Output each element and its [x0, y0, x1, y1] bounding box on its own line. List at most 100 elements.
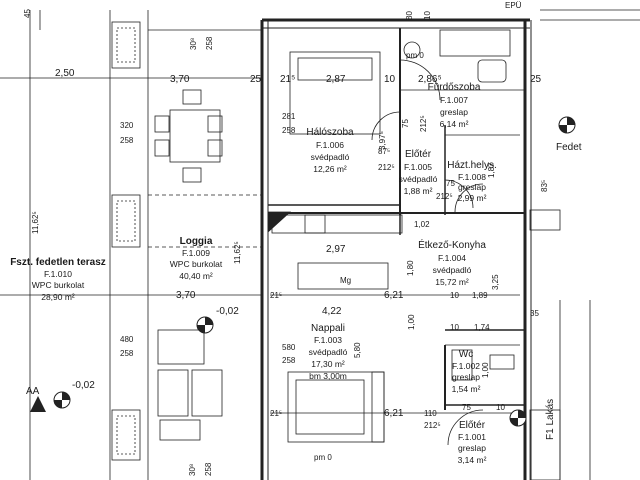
dim-187: 1,87	[487, 162, 496, 178]
room-floor: WPC burkolat	[32, 280, 85, 290]
dim-10-d: 10	[450, 323, 459, 332]
dim-180: 1,80	[406, 260, 415, 276]
room-floor: greslap	[458, 443, 486, 453]
dim-10-b: 10	[384, 74, 396, 85]
dim-297: 2,97	[326, 244, 346, 255]
room-name: Előtér	[459, 420, 486, 431]
dimension-labels: 45 80 10 EPÜ 30⁸ 258 2,50 3,70 25 21⁵ 2,…	[23, 1, 582, 476]
dim-212-c: 212⁵	[436, 192, 453, 201]
room-area: 15,72 m²	[435, 277, 469, 287]
dim-1162-mid: 11,62⁵	[233, 241, 242, 264]
room-name: Házt.helys.	[447, 160, 496, 171]
room-eloter-1: Előtér F.1.005 svédpadló 1,88 m²	[399, 149, 438, 196]
room-name: Nappali	[311, 323, 345, 334]
room-furdo: Fürdőszoba F.1.007 greslap 6,14 m²	[428, 82, 481, 129]
dim-370-top: 3,70	[170, 74, 190, 85]
room-code: F.1.007	[440, 95, 468, 105]
plan-geometry	[0, 9, 640, 480]
room-area: 28,90 m²	[41, 292, 75, 302]
label-pm0-bottom: pm 0	[314, 453, 332, 462]
room-floor: greslap	[452, 372, 480, 382]
room-floor: svédpadló	[309, 347, 348, 357]
room-name: Fürdőszoba	[428, 82, 481, 93]
room-code: F.1.002	[452, 361, 480, 371]
room-floor: svédpadló	[433, 265, 472, 275]
dim-580: 580	[282, 343, 296, 352]
dim-189: 1,89	[472, 291, 488, 300]
dim-80: 80	[405, 11, 414, 20]
level-neg002-mid: -0,02	[216, 306, 239, 317]
room-code: F.1.005	[404, 162, 432, 172]
dim-308-bot: 30⁸	[188, 464, 197, 476]
dim-21-c: 21⁵	[270, 409, 282, 418]
room-code: F.1.010	[44, 269, 72, 279]
room-name: Étkező-Konyha	[418, 238, 486, 251]
dim-75-b: 75	[446, 179, 455, 188]
room-terasz: Fszt. fedetlen terasz F.1.010 WPC burkol…	[10, 257, 106, 302]
dim-25-b: 25	[530, 74, 542, 85]
section-mark-aa: AA	[26, 386, 40, 397]
dim-75-a: 75	[401, 119, 410, 128]
room-code: F.1.006	[316, 140, 344, 150]
room-name: Előtér	[405, 149, 432, 160]
dim-308-top: 30⁸	[189, 38, 198, 50]
room-haztart: Házt.helys. F.1.008 greslap 2,99 m²	[447, 160, 496, 203]
label-mg: Mg	[340, 276, 351, 285]
room-code: F.1.001	[458, 432, 486, 442]
room-floor: greslap	[458, 182, 486, 192]
dim-621-a: 6,21	[384, 290, 404, 301]
room-nappali: Nappali F.1.003 svédpadló 17,30 m² bm 3,…	[309, 323, 348, 381]
dim-480: 480	[120, 335, 134, 344]
dim-250: 2,50	[55, 68, 75, 79]
room-labels: Hálószoba F.1.006 svédpadló 12,26 m² Für…	[10, 82, 497, 465]
dim-370-mid: 3,70	[176, 290, 196, 301]
dim-212-d: 212⁵	[424, 421, 441, 430]
dim-281: 281	[282, 112, 296, 121]
dim-621-b: 6,21	[384, 408, 404, 419]
dim-35: 35	[530, 309, 539, 318]
dim-1162-left: 11,62⁵	[31, 211, 40, 234]
dim-10-c: 10	[450, 291, 459, 300]
dim-580-v: 5,80	[353, 342, 362, 358]
room-area: 2,99 m²	[458, 193, 487, 203]
room-floor: svédpadló	[311, 152, 350, 162]
room-code: F.1.003	[314, 335, 342, 345]
dim-100-b: 1,00	[481, 362, 490, 378]
dim-258-e: 258	[282, 356, 296, 365]
room-height: bm 3,00m	[309, 371, 347, 381]
dim-21-b: 21⁵	[270, 291, 282, 300]
dim-258-d: 258	[120, 349, 134, 358]
room-loggia: Loggia F.1.009 WPC burkolat 40,40 m²	[170, 236, 223, 281]
dim-258-top: 258	[205, 36, 214, 50]
dim-212-b: 212⁵	[378, 163, 395, 172]
room-area: 1,88 m²	[404, 186, 433, 196]
room-eloter-2: Előtér F.1.001 greslap 3,14 m²	[458, 420, 487, 465]
level-markers	[30, 116, 576, 427]
room-name: Loggia	[180, 236, 213, 247]
label-fedet: Fedet	[556, 142, 582, 153]
room-name: Fszt. fedetlen terasz	[10, 257, 106, 268]
dim-25-a: 25	[250, 74, 262, 85]
dim-287: 2,87	[326, 74, 346, 85]
room-etkezo: Étkező-Konyha F.1.004 svédpadló 15,72 m²	[418, 238, 486, 287]
label-f1-lakas: F1 Lakás	[545, 399, 556, 440]
room-wc: Wc F.1.002 greslap 1,54 m²	[452, 349, 481, 394]
room-name: Wc	[459, 349, 473, 360]
level-neg002-left: -0,02	[72, 380, 95, 391]
dim-83: 83⁵	[540, 180, 549, 192]
room-code: F.1.008	[458, 172, 486, 182]
dim-174: 1,74	[474, 323, 490, 332]
dim-10-e: 10	[496, 403, 505, 412]
room-area: 3,14 m²	[458, 455, 487, 465]
dim-258-c: 258	[282, 126, 296, 135]
room-area: 40,40 m²	[179, 271, 213, 281]
dim-397: 3,97⁵	[378, 131, 387, 150]
room-area: 1,54 m²	[452, 384, 481, 394]
dim-21-a: 21⁵	[280, 74, 295, 85]
room-area: 17,30 m²	[311, 359, 345, 369]
dim-102: 1,02	[414, 220, 430, 229]
dim-10-top: 10	[423, 11, 432, 20]
dim-258-bot: 258	[204, 462, 213, 476]
room-area: 12,26 m²	[313, 164, 347, 174]
